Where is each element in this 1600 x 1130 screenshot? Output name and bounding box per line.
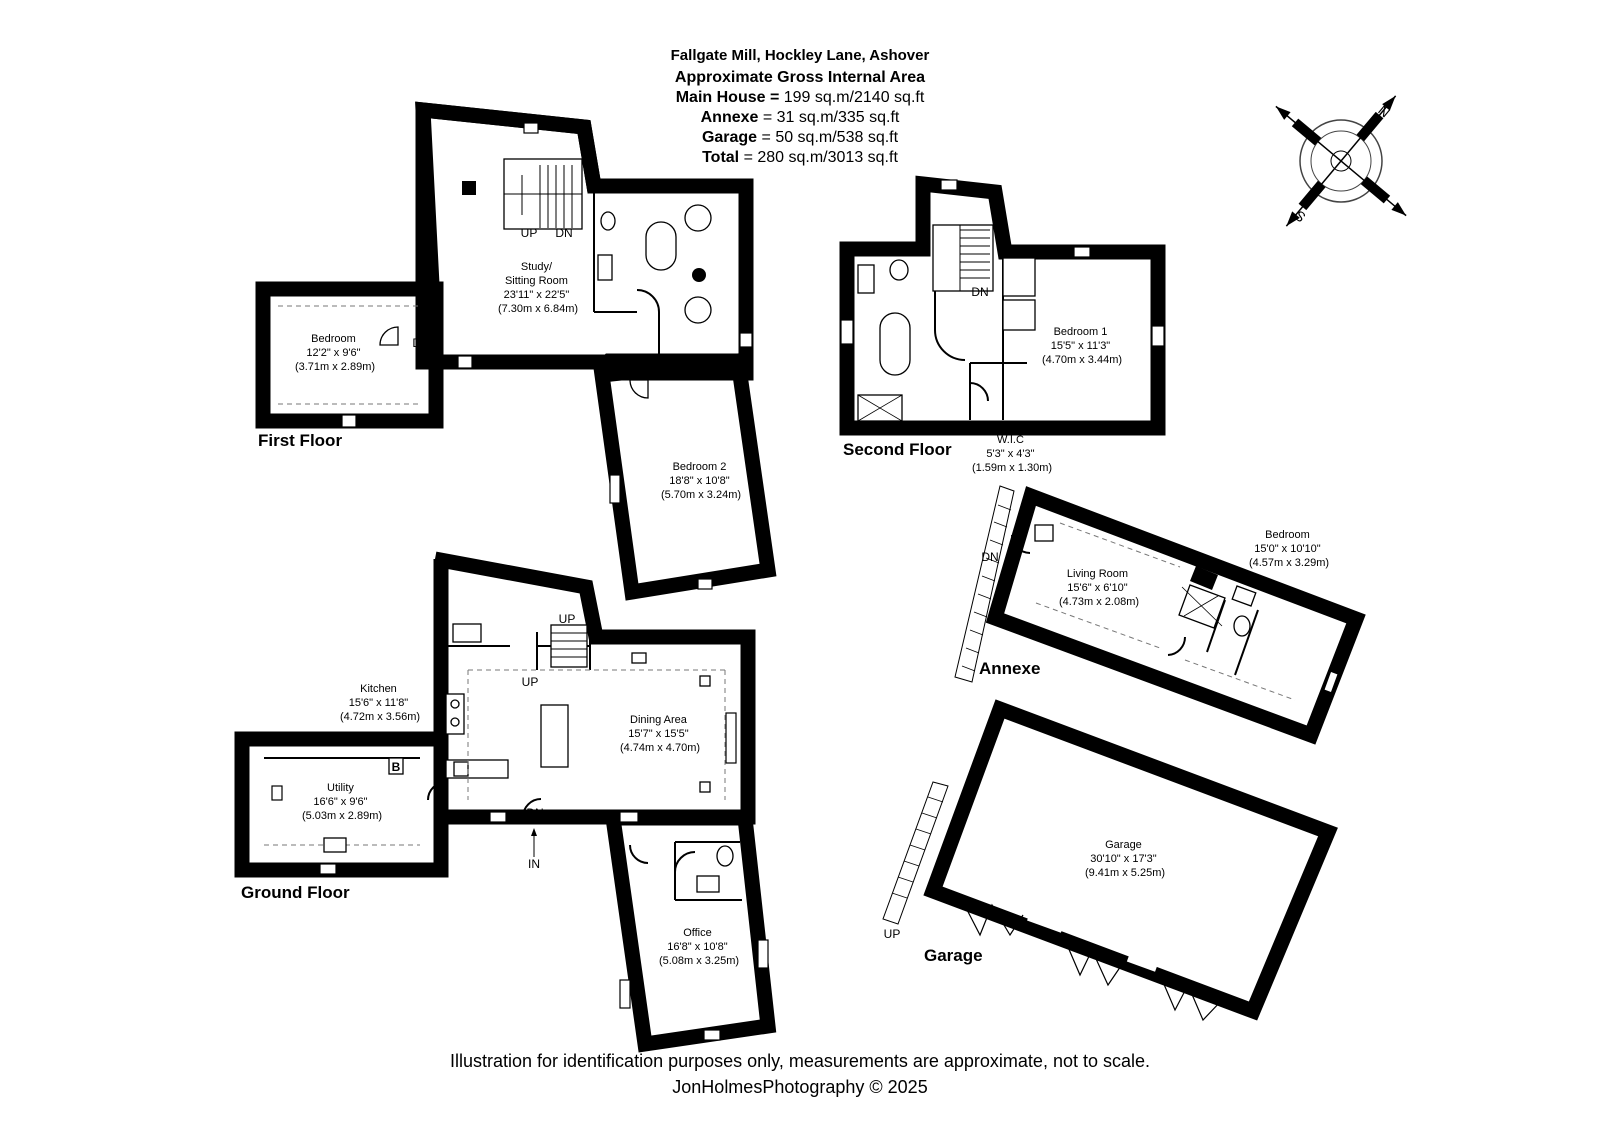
header: Fallgate Mill, Hockley Lane, Ashover App… xyxy=(671,47,930,166)
basin-icon xyxy=(597,254,613,281)
annexe-external-stair xyxy=(954,485,1015,683)
plan-subtitle: Approximate Gross Internal Area xyxy=(675,69,925,86)
basin-icon xyxy=(696,875,720,893)
dining-window xyxy=(725,712,737,764)
step-down-label: DN xyxy=(412,336,429,350)
stairs-up-label: UP xyxy=(521,226,538,240)
kitchen-sink-icon xyxy=(453,761,469,777)
sink-icon xyxy=(684,204,712,232)
stairs-down-label: DN xyxy=(555,226,572,240)
stairs-up-label: UP xyxy=(559,612,576,626)
floor-label-ground: Ground Floor xyxy=(241,883,350,902)
ground-floor-utility-walls xyxy=(234,731,449,878)
bathtub-icon xyxy=(645,221,677,271)
kitchen-island xyxy=(540,704,569,768)
first-floor: UP DN DN DN Study/ Sitting Room 23'11" x… xyxy=(255,101,777,601)
room-label-first-floor-bedroom: Bedroom 12'2" x 9'6" (3.71m x 2.89m) xyxy=(295,333,375,373)
compass-south-label: S xyxy=(1291,207,1308,225)
first-floor-bedroom-door xyxy=(379,326,399,346)
room-label-kitchen: Kitchen 15'6" x 11'8" (4.72m x 3.56m) xyxy=(340,683,420,723)
room-label-office: Office 16'8" x 10'8" (5.08m x 3.25m) xyxy=(659,927,739,967)
entrance-label: IN xyxy=(528,857,540,871)
floor-label-second: Second Floor xyxy=(843,440,952,459)
stairs-up-label: UP xyxy=(522,675,539,689)
second-floor: DN Bedroom 1 15'5" x 11'3" (4.70m x 3.44… xyxy=(839,175,1166,474)
annexe: DN Living Room 15'6" x 6'10" (4.73m x 2.… xyxy=(954,485,1366,745)
ground-floor-staircase xyxy=(550,624,588,668)
first-floor-bedroom2-walls xyxy=(593,352,777,601)
plan-title: Fallgate Mill, Hockley Lane, Ashover xyxy=(671,47,930,64)
hob-icon xyxy=(1034,524,1054,542)
annexe-walls xyxy=(985,486,1366,745)
toilet-icon xyxy=(1233,615,1251,637)
footer: Illustration for identification purposes… xyxy=(450,1051,1150,1097)
bathtub-icon xyxy=(879,312,911,376)
stairs-down-label: DN xyxy=(971,285,988,299)
area-annexe: Annexe = 31 sq.m/335 sq.ft xyxy=(701,109,900,126)
utility-sink-icon xyxy=(323,837,347,853)
garage-main-door-left xyxy=(1064,939,1126,987)
garage-main-door-right xyxy=(1159,974,1223,1022)
room-label-bedroom-1: Bedroom 1 15'5" x 11'3" (4.70m x 3.44m) xyxy=(1042,326,1122,366)
room-label-annexe-bedroom: Bedroom 15'0" x 10'10" (4.57m x 3.29m) xyxy=(1249,529,1329,569)
credit-text: JonHolmesPhotography © 2025 xyxy=(672,1077,927,1097)
boiler-icon xyxy=(388,757,404,775)
room-label-study: Study/ Sitting Room 23'11" x 22'5" (7.30… xyxy=(498,261,578,315)
room-label-utility: Utility 16'6" x 9'6" (5.03m x 2.89m) xyxy=(302,782,382,822)
boiler-label: B xyxy=(392,760,401,774)
room-label-dining-area: Dining Area 15'7" x 15'5" (4.74m x 4.70m… xyxy=(620,714,700,754)
area-total: Total = 280 sq.m/3013 sq.ft xyxy=(702,149,898,166)
basin-icon xyxy=(857,264,875,294)
sink-icon xyxy=(452,623,482,643)
ground-floor-office-walls xyxy=(604,810,777,1053)
first-floor-study-walls xyxy=(415,101,754,370)
garage-external-stair xyxy=(882,781,949,925)
bedroom2-door xyxy=(629,379,649,399)
step-down-label: DN xyxy=(645,351,662,365)
room-label-bedroom-2: Bedroom 2 18'8" x 10'8" (5.70m x 3.24m) xyxy=(661,461,741,501)
basin-icon xyxy=(1231,585,1257,607)
area-garage: Garage = 50 sq.m/538 sq.ft xyxy=(702,129,899,146)
step-down-label: DN xyxy=(526,806,543,820)
ground-floor: B UP UP DN IN Kitchen 15'6" x 11'8" (4.7… xyxy=(234,551,777,1053)
second-floor-walls xyxy=(839,175,1166,436)
toilet-icon xyxy=(889,259,909,281)
stairs-down-label: DN xyxy=(981,550,998,564)
pillar-icon xyxy=(692,268,706,282)
toilet-icon xyxy=(600,211,616,231)
room-label-garage: Garage 30'10" x 17'3" (9.41m x 5.25m) xyxy=(1085,839,1165,879)
floor-label-first: First Floor xyxy=(258,431,342,450)
chimney-block xyxy=(462,181,476,195)
garage-side-door xyxy=(962,901,1024,937)
area-main-house: Main House = 199 sq.m/2140 sq.ft xyxy=(676,89,925,106)
stairs-up-label: UP xyxy=(884,927,901,941)
toilet-icon xyxy=(716,845,734,867)
floor-label-annexe: Annexe xyxy=(979,659,1040,678)
garage: UP Garage 30'10" x 17'3" (9.41m x 5.25m)… xyxy=(882,699,1338,1022)
room-label-living-room: Living Room 15'6" x 6'10" (4.73m x 2.08m… xyxy=(1059,568,1139,608)
disclaimer-text: Illustration for identification purposes… xyxy=(450,1051,1150,1071)
first-floor-bedroom-walls xyxy=(255,281,444,429)
sink-icon xyxy=(684,296,712,324)
second-floor-staircase xyxy=(932,224,994,292)
garage-walls xyxy=(923,699,1338,1021)
room-label-wic: W.I.C 5'3" x 4'3" (1.59m x 1.30m) xyxy=(972,434,1052,474)
floor-label-garage: Garage xyxy=(924,946,983,965)
compass-icon: N S xyxy=(1275,95,1407,227)
